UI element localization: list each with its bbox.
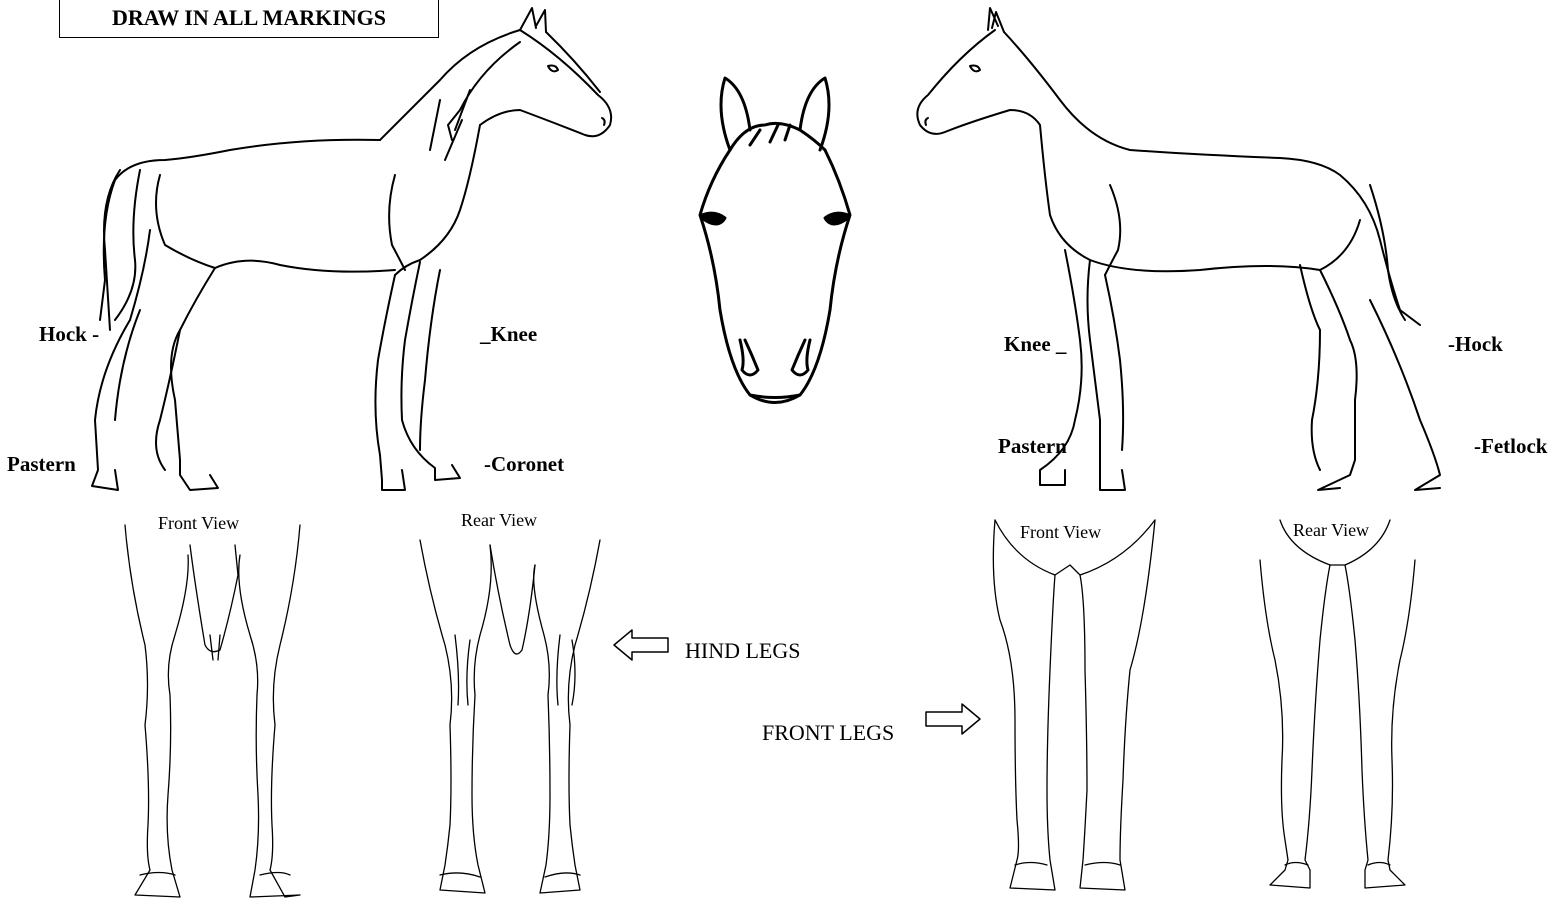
- left-coronet-label: -Coronet: [484, 452, 564, 477]
- left-pastern-label: Pastern: [7, 452, 76, 477]
- left-knee-label: _Knee: [480, 322, 537, 347]
- horse-head-front-icon: [690, 70, 860, 420]
- horse-left-profile-icon: [0, 0, 640, 500]
- front-legs-rear-view-drawing: [1250, 520, 1430, 900]
- front-legs-label: FRONT LEGS: [762, 720, 894, 746]
- right-fetlock-label: -Fetlock: [1474, 434, 1547, 459]
- hind-legs-label: HIND LEGS: [685, 638, 801, 664]
- horse-right-profile-icon: [900, 0, 1460, 500]
- front-legs-front-view-drawing: [985, 520, 1165, 900]
- arrow-right-icon: [922, 702, 982, 736]
- left-hock-label: Hock -: [39, 322, 99, 347]
- hind-legs-rear-view-drawing: [410, 525, 610, 905]
- arrow-left-icon: [612, 628, 672, 662]
- hind-legs-front-view-drawing: [110, 525, 310, 905]
- right-hock-label: -Hock: [1448, 332, 1503, 357]
- right-pastern-label: Pastern: [998, 434, 1067, 459]
- right-knee-label: Knee _: [1004, 332, 1066, 357]
